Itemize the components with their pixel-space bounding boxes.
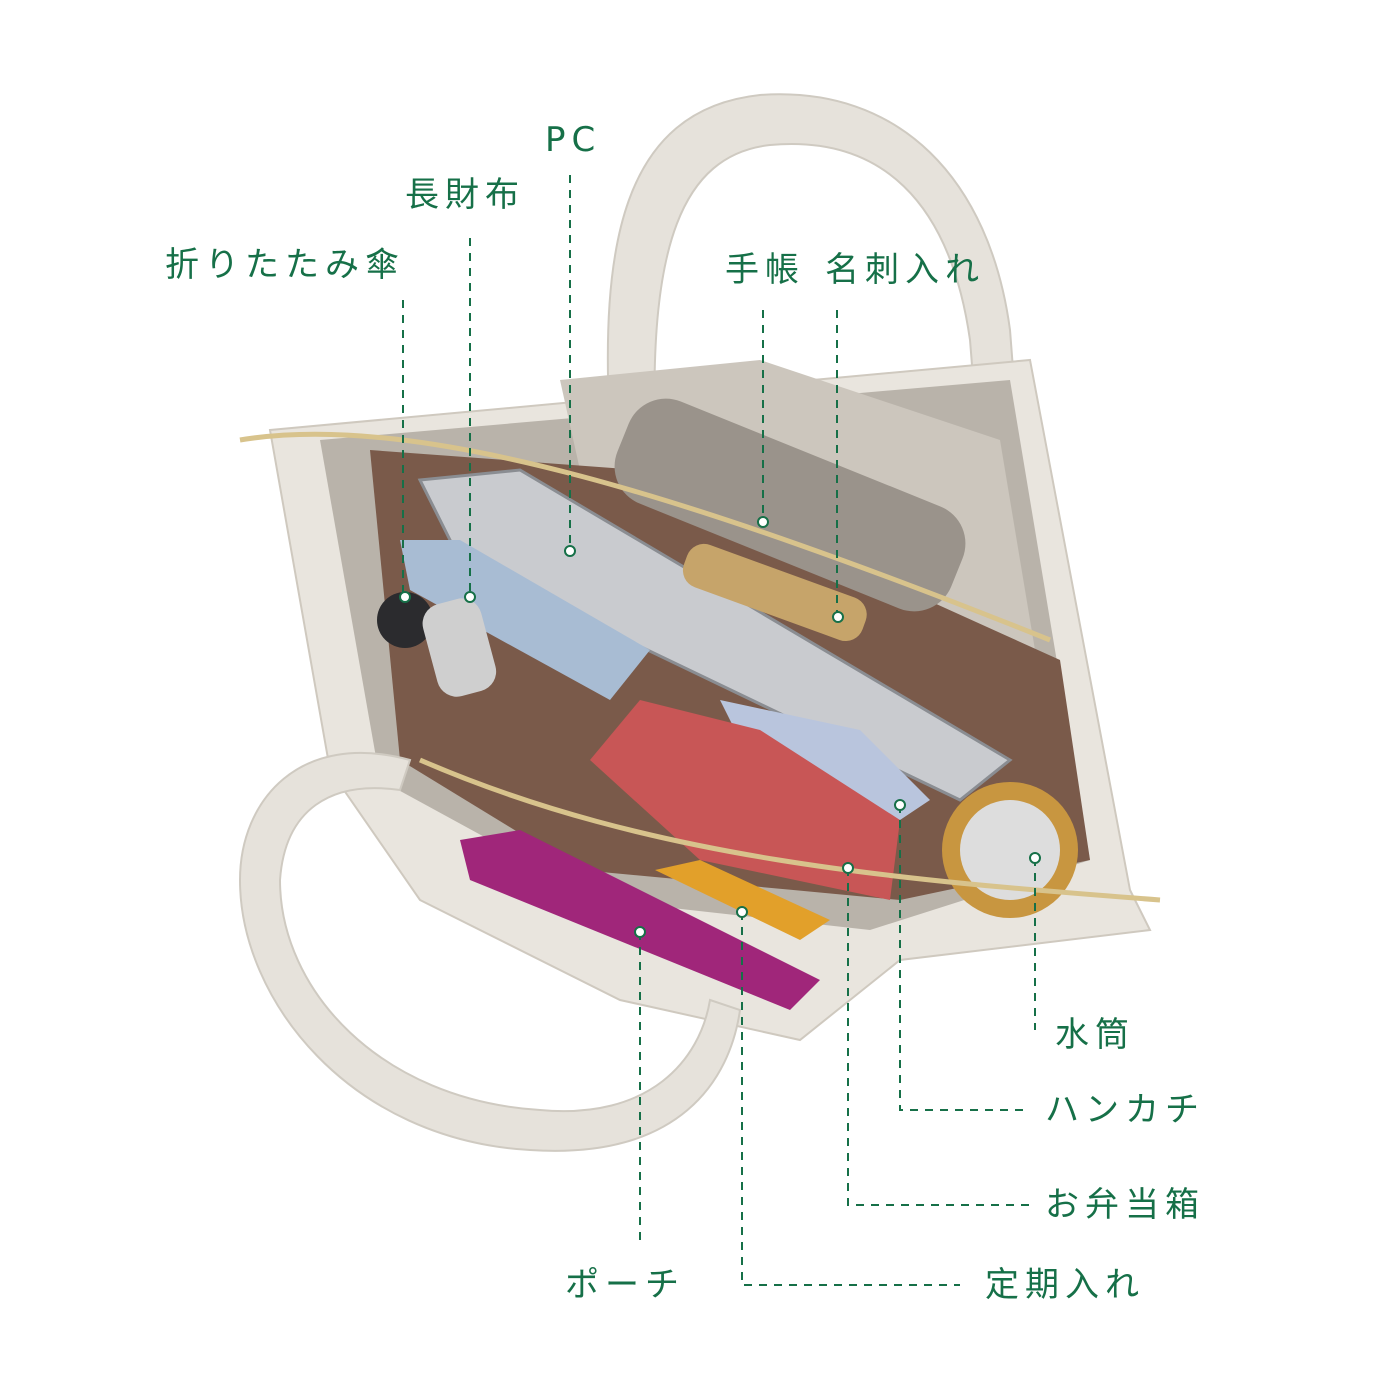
- label-handkerchief: ハンカチ: [1045, 1090, 1205, 1130]
- label-pc: PC: [545, 120, 602, 160]
- zipper-front: [419, 757, 1161, 903]
- card-case: [682, 543, 867, 642]
- label-pouch: ポーチ: [565, 1265, 685, 1305]
- leader-lines: [402, 175, 1036, 1286]
- label-water-bottle: 水筒: [1055, 1015, 1135, 1055]
- handkerchief: [720, 700, 930, 820]
- label-long-wallet: 長財布: [405, 175, 525, 215]
- label-pass-case: 定期入れ: [985, 1265, 1145, 1305]
- label-card-case: 名刺入れ: [825, 250, 985, 290]
- umbrella: [377, 592, 433, 648]
- zipper: [239, 431, 1051, 643]
- long-wallet: [400, 540, 650, 700]
- planner: [614, 398, 966, 612]
- label-folding-umbrella: 折りたたみ傘: [165, 245, 405, 285]
- front-handle: [238, 751, 742, 1152]
- label-lunch-box: お弁当箱: [1045, 1185, 1205, 1225]
- lunch-box-cloth: [590, 700, 900, 900]
- pass-case: [655, 860, 830, 940]
- umbrella-body: [422, 598, 497, 697]
- pouch: [460, 830, 820, 1010]
- label-planner: 手帳: [725, 250, 805, 290]
- leader-dots: [399, 516, 1041, 938]
